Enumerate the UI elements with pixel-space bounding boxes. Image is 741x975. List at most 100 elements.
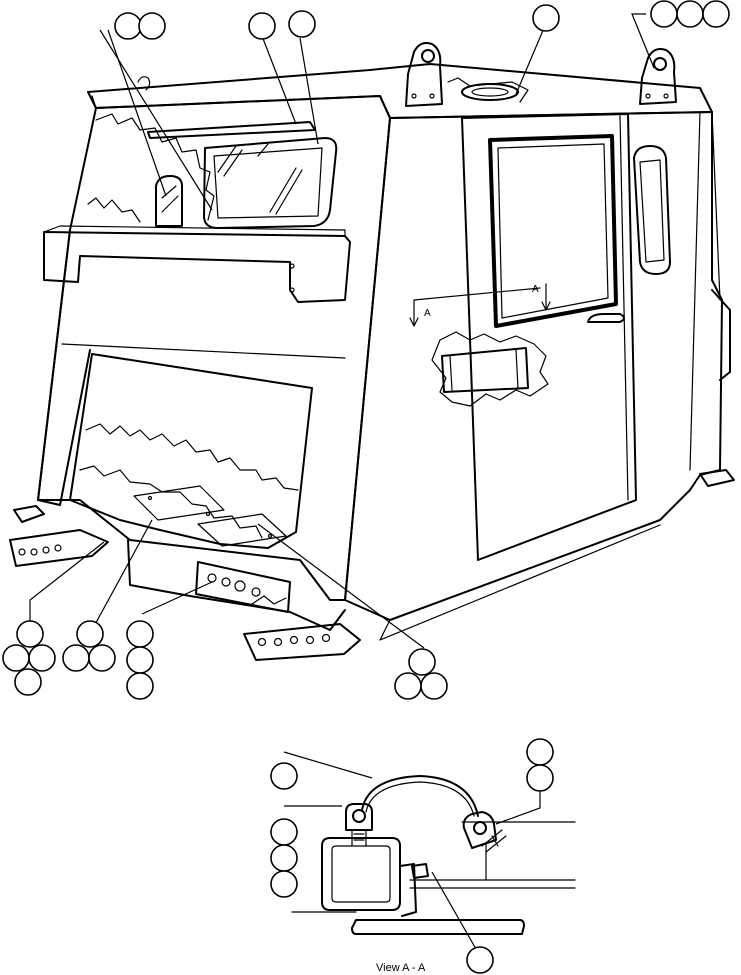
detail-square-tube <box>321 837 401 911</box>
connector-panel <box>195 561 291 613</box>
detail-lug-left <box>345 803 373 847</box>
view-caption: View A - A <box>376 962 426 974</box>
callout-balloon <box>526 738 554 766</box>
lift-eye-right <box>639 48 677 105</box>
detail-square-tube-inner <box>331 845 391 903</box>
cutaway-left-edge <box>87 197 141 223</box>
mount-foot-front-right <box>243 623 361 661</box>
callout-balloon <box>532 4 560 32</box>
callout-balloon <box>126 620 154 648</box>
connector <box>221 577 231 587</box>
callout-balloon <box>408 648 436 676</box>
detail-base-plate <box>351 919 525 935</box>
cutaway-lower-band <box>85 423 299 491</box>
door-window-inner <box>497 143 609 319</box>
callout-balloon <box>526 764 554 792</box>
mount-foot-rear <box>699 469 735 487</box>
mount-foot-left-small <box>13 505 45 523</box>
detail-ground-cable-inner <box>365 781 475 817</box>
callout-balloon <box>466 946 494 974</box>
left-window-glass <box>161 185 179 213</box>
callout-balloon <box>394 672 422 700</box>
section-marker-right: A <box>532 283 551 311</box>
door-window <box>488 134 618 328</box>
rear-window-inner <box>639 159 665 263</box>
side-cutaway <box>431 331 549 407</box>
detail-ground-cable <box>361 775 479 817</box>
detail-right-wall <box>461 821 576 881</box>
detail-bracket <box>399 863 417 917</box>
callout-balloon <box>270 762 298 790</box>
floor-plate-left <box>133 485 225 521</box>
callout-balloon <box>14 668 42 696</box>
detail-lug-right <box>462 811 507 853</box>
plate-bolt <box>147 495 153 501</box>
callout-balloon <box>76 620 104 648</box>
connector <box>234 580 246 592</box>
windshield-frame <box>147 121 316 139</box>
floor-right <box>379 524 661 641</box>
cab-assembly: A A <box>9 42 735 661</box>
left-small-window <box>155 175 183 227</box>
cab-front-face <box>37 95 391 601</box>
callout-balloon <box>126 672 154 700</box>
callout-balloon <box>88 644 116 672</box>
detail-clip <box>411 863 429 879</box>
section-letter-right: A <box>532 284 539 295</box>
lower-front-opening <box>69 353 313 549</box>
front-window-inner <box>213 147 323 219</box>
front-left-post <box>37 229 91 506</box>
callout-balloon <box>676 0 704 28</box>
rear-bulge <box>711 289 731 381</box>
callout-balloon <box>270 844 298 872</box>
roof-hook-left <box>137 76 151 91</box>
callout-balloon <box>62 644 90 672</box>
section-marker-left: A <box>409 287 541 327</box>
rear-small-window <box>633 145 671 275</box>
cutaway-lower-band-2 <box>79 465 263 539</box>
rear-corner <box>689 111 721 471</box>
floor-plate-right <box>197 513 287 547</box>
lift-eye-left <box>405 42 443 107</box>
callout-balloon <box>16 620 44 648</box>
plate-bolt <box>205 511 211 517</box>
mid-panel-line <box>61 343 346 359</box>
connector <box>251 587 261 597</box>
callout-balloon <box>138 12 166 40</box>
panel-cutaway <box>251 595 287 605</box>
dashboard-shelf <box>43 231 351 303</box>
side-door <box>461 113 637 561</box>
callout-balloon <box>2 644 30 672</box>
callout-balloon <box>114 12 142 40</box>
front-window <box>203 137 338 229</box>
section-letter-left: A <box>424 308 431 319</box>
callout-balloon <box>270 818 298 846</box>
view-a-a-detail: View A - A <box>270 738 576 974</box>
callout-balloon <box>288 10 316 38</box>
callout-balloon <box>420 672 448 700</box>
door-handle[interactable] <box>587 313 625 323</box>
callout-balloon <box>702 0 730 28</box>
cab-floor-edge <box>127 539 346 631</box>
side-cutaway-bracket <box>441 347 529 393</box>
callout-balloon <box>28 644 56 672</box>
callouts-main <box>2 0 730 700</box>
connector <box>207 573 217 583</box>
leader-lines-main <box>29 13 655 649</box>
plate-bolt <box>267 533 273 539</box>
door-seam <box>619 115 629 501</box>
cutaway-upper-left <box>95 113 215 221</box>
callout-balloon <box>650 0 678 28</box>
glass-reflection <box>217 143 303 215</box>
shelf-bolt <box>289 263 295 269</box>
shelf-bolt <box>289 287 295 293</box>
cab-side-face <box>344 111 723 621</box>
roof-dome-light <box>447 77 529 103</box>
callout-balloon <box>248 12 276 40</box>
cab-roof <box>87 63 713 119</box>
detail-floor-line <box>291 879 576 913</box>
mount-foot-front-left <box>9 529 109 567</box>
bracket-detail <box>449 349 519 391</box>
